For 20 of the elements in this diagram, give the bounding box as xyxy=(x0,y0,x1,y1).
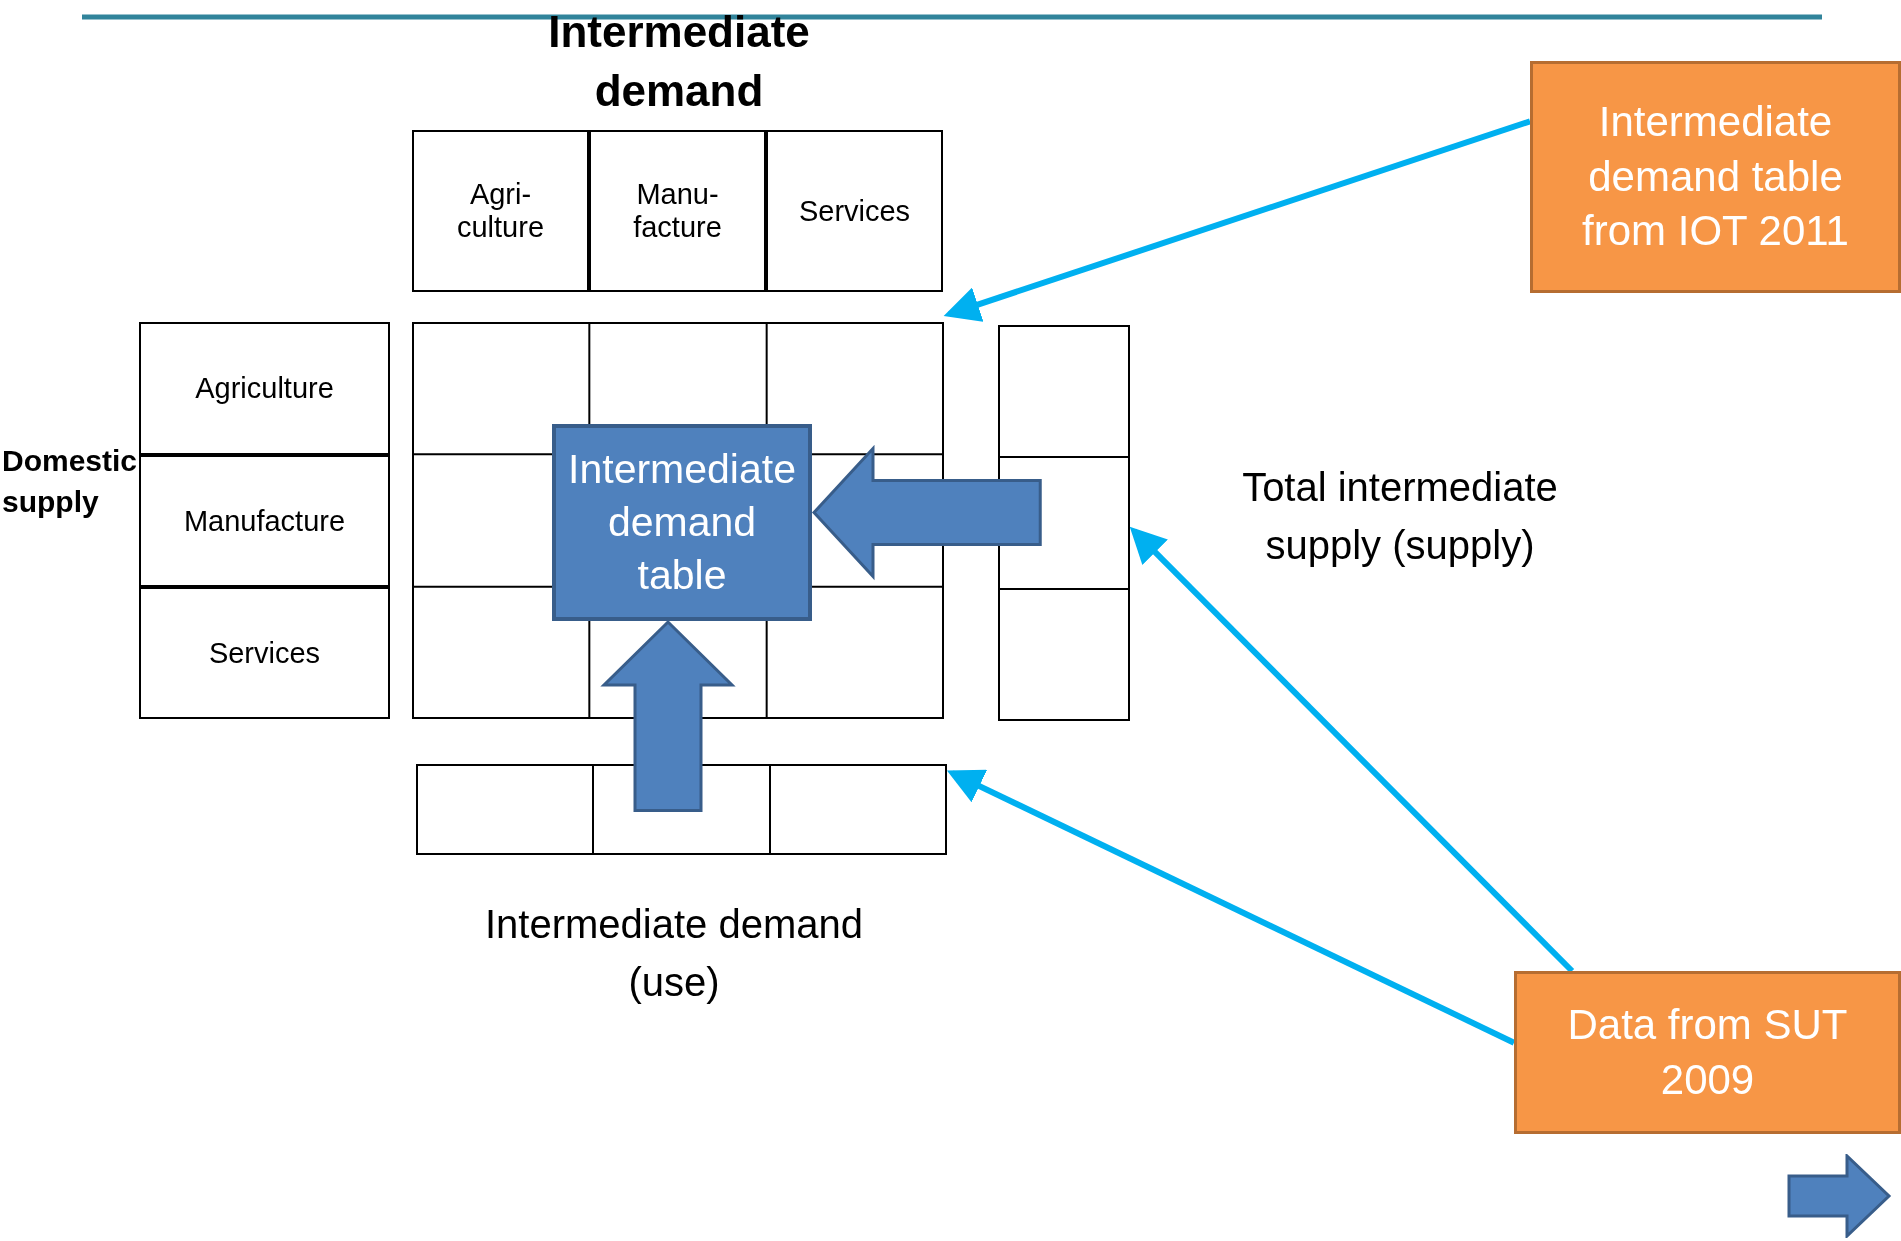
supply-column xyxy=(998,325,1130,721)
header-cell: Manu- facture xyxy=(589,130,766,292)
header-cell: Services xyxy=(766,130,943,292)
use-row xyxy=(416,764,947,855)
note-box: Intermediate demand table from IOT 2011 xyxy=(1530,61,1901,293)
caption-text: Intermediate demand (use) xyxy=(484,901,864,1006)
header-cell: Manufacture xyxy=(139,455,390,587)
heading-text: Intermediate demand xyxy=(547,6,811,118)
block-arrow xyxy=(600,619,736,812)
arrow xyxy=(943,118,1531,322)
header-cell: Services xyxy=(139,587,390,719)
side-heading-text: Domestic supply xyxy=(1,443,138,520)
table-box: Intermediate demand table xyxy=(552,424,812,621)
table-grid xyxy=(412,322,944,719)
note-box: Data from SUT 2009 xyxy=(1514,971,1901,1134)
arrow xyxy=(946,769,1516,1046)
block-arrow xyxy=(811,444,1042,581)
header-cell: Agriculture xyxy=(139,322,390,455)
header-cell: Agri- culture xyxy=(412,130,589,292)
caption-text: Total intermediate supply (supply) xyxy=(1241,464,1559,569)
